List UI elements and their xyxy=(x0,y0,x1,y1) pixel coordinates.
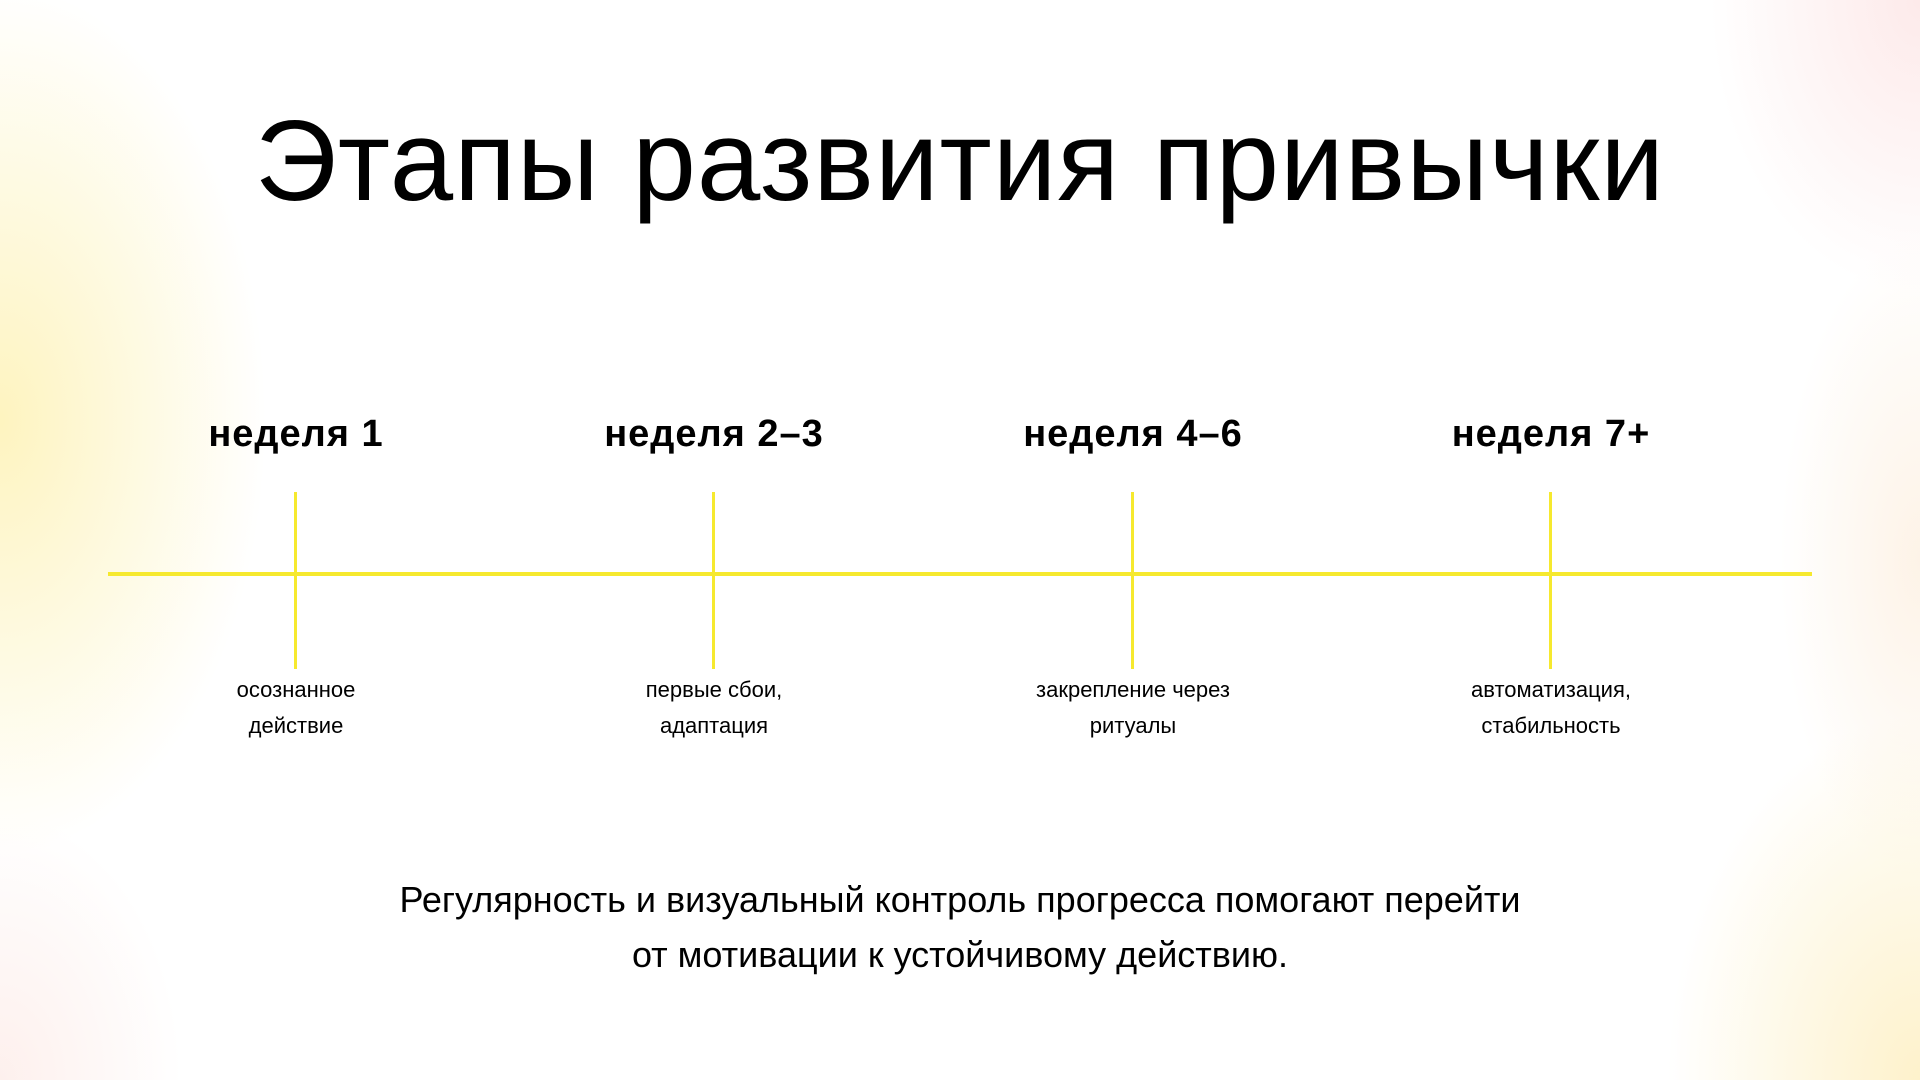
stage-tick xyxy=(1549,492,1552,669)
stage-label: неделя 7+ xyxy=(1451,413,1651,455)
stage-description-line: первые сбои, xyxy=(645,677,783,702)
stage-label: неделя 2–3 xyxy=(604,413,824,455)
timeline-axis xyxy=(108,572,1812,576)
stage-description-line: автоматизация, xyxy=(1471,677,1631,702)
slide-footer-text: Регулярность и визуальный контроль прогр… xyxy=(0,872,1920,982)
stage-tick xyxy=(1131,492,1134,669)
stage-description-line: стабильность xyxy=(1481,713,1621,738)
stage-description-line: действие xyxy=(248,713,344,738)
stage-label: неделя 4–6 xyxy=(1023,413,1243,455)
footer-line-1: Регулярность и визуальный контроль прогр… xyxy=(399,879,1521,920)
stage-description-line: адаптация xyxy=(659,713,769,738)
stage-description-line: закрепление через xyxy=(1036,677,1230,702)
stage-description: осознанное действие xyxy=(86,672,506,744)
stage-tick xyxy=(712,492,715,669)
stage-tick xyxy=(294,492,297,669)
stage-description-line: осознанное xyxy=(236,677,356,702)
slide-title: Этапы развития привычки xyxy=(254,98,1666,225)
stage-description: первые сбои, адаптация xyxy=(504,672,924,744)
stage-label: неделя 1 xyxy=(208,413,384,455)
stage-description: автоматизация, стабильность xyxy=(1341,672,1761,744)
stage-description: закрепление через ритуалы xyxy=(923,672,1343,744)
footer-line-2: от мотивации к устойчивому действию. xyxy=(631,934,1289,975)
stage-description-line: ритуалы xyxy=(1089,713,1177,738)
